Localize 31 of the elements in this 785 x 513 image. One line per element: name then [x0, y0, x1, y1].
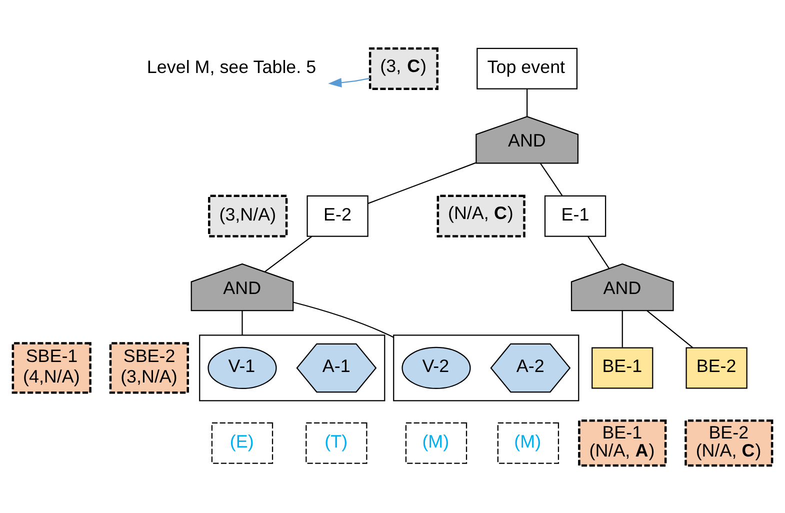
node-box: (3, C)	[368, 46, 438, 90]
connector	[242, 310, 243, 335]
node-box: SBE-1 (4,N/A)	[12, 342, 92, 394]
node-box: Top event	[476, 47, 578, 89]
connector	[622, 310, 623, 347]
node-text: Level M, see Table. 5	[146, 56, 316, 76]
node-box: BE-1 (N/A, A)	[578, 419, 667, 466]
node-ellipse: V-2	[402, 346, 471, 388]
connector	[540, 162, 563, 196]
connector	[293, 301, 394, 338]
node-box: BE-2	[686, 346, 748, 388]
node-ellipse: V-1	[208, 346, 277, 388]
node-box: (T)	[306, 422, 368, 464]
connector	[526, 88, 528, 116]
node-box: (3,N/A)	[208, 194, 288, 237]
cluster	[199, 334, 386, 401]
connector	[646, 310, 693, 348]
node-box: SBE-2 (3,N/A)	[109, 342, 189, 394]
node-box: (N/A, C)	[436, 194, 526, 237]
connector	[264, 235, 312, 272]
node-box: (M)	[497, 422, 560, 464]
connector	[587, 236, 610, 268]
connector	[368, 162, 476, 204]
node-box: BE-2 (N/A, C)	[684, 419, 774, 466]
node-box: BE-1	[592, 346, 654, 388]
node-box: E-1	[544, 194, 606, 236]
cluster	[393, 334, 580, 401]
arrow	[328, 77, 370, 87]
node-box: (E)	[211, 422, 274, 464]
node-box: E-2	[306, 194, 368, 236]
node-box: (M)	[405, 422, 468, 464]
